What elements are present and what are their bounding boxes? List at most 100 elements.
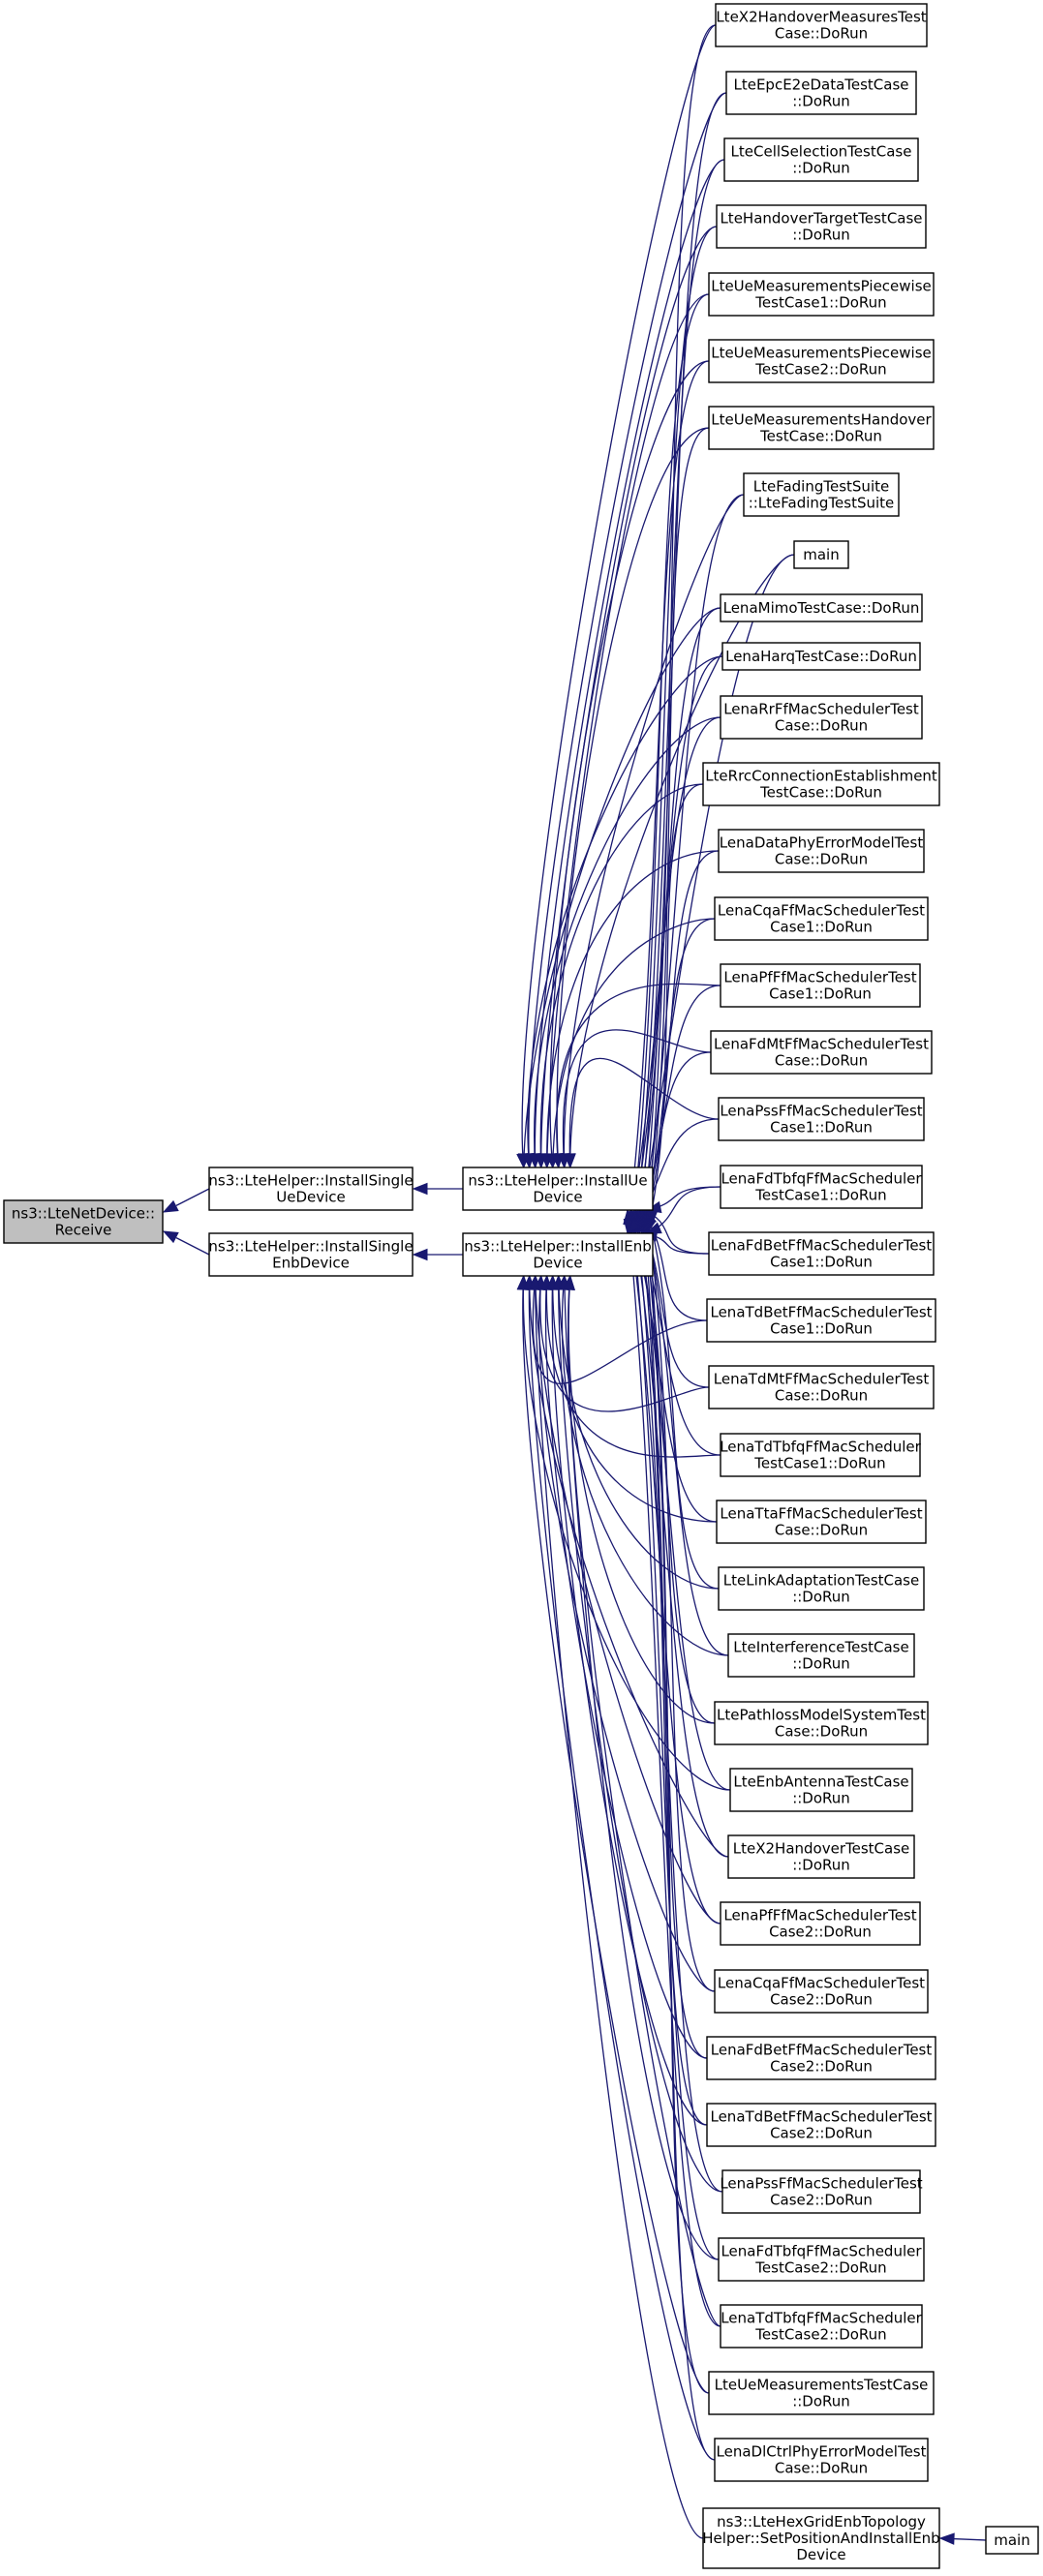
node-box-c29[interactable] (720, 1901, 921, 1946)
edge-c1-to-install_ue (528, 92, 727, 1168)
node-box-c2[interactable] (723, 137, 919, 182)
node-c38[interactable]: ns3::LteHexGridEnbTopologyHelper::SetPos… (702, 2507, 940, 2569)
node-box-c31[interactable] (706, 2036, 936, 2080)
node-root[interactable]: ns3::LteNetDevice::Receive (3, 1199, 164, 1244)
node-box-c25[interactable] (727, 1633, 915, 1678)
node-box-c30[interactable] (714, 1969, 929, 2014)
node-box-install_enb[interactable] (462, 1232, 654, 1277)
node-box-c12[interactable] (702, 762, 940, 806)
node-box-c7[interactable] (743, 472, 900, 517)
node-main_right[interactable]: main (985, 2526, 1039, 2555)
node-c2[interactable]: LteCellSelectionTestCase::DoRun (723, 137, 919, 182)
node-c10[interactable]: LenaHarqTestCase::DoRun (721, 642, 921, 671)
node-box-c19[interactable] (708, 1231, 935, 1276)
node-box-root[interactable] (3, 1199, 164, 1244)
node-box-c27[interactable] (729, 1768, 913, 1812)
node-c3[interactable]: LteHandoverTargetTestCase::DoRun (716, 204, 927, 249)
node-box-c33[interactable] (721, 2169, 921, 2214)
node-box-c18[interactable] (720, 1165, 923, 1209)
node-box-c10[interactable] (721, 642, 921, 671)
node-label-c35-line0: LenaTdTbfqFfMacScheduler (721, 2310, 922, 2327)
node-box-c14[interactable] (714, 896, 929, 941)
node-box-c22[interactable] (720, 1433, 921, 1477)
node-box-c34[interactable] (718, 2237, 925, 2282)
node-c8[interactable]: main (793, 540, 849, 569)
node-label-c23-line0: LenaTtaFfMacSchedulerTest (720, 1505, 922, 1523)
node-c28[interactable]: LteX2HandoverTestCase::DoRun (727, 1834, 915, 1879)
node-box-c20[interactable] (706, 1298, 936, 1343)
node-box-single_ue[interactable] (208, 1167, 414, 1211)
node-c24[interactable]: LteLinkAdaptationTestCase::DoRun (718, 1566, 925, 1611)
node-c9[interactable]: LenaMimoTestCase::DoRun (720, 593, 923, 622)
node-box-main_right[interactable] (985, 2526, 1039, 2555)
node-box-c8[interactable] (793, 540, 849, 569)
node-box-c0[interactable] (715, 3, 928, 47)
node-label-c11-line1: Case::DoRun (775, 717, 868, 735)
node-c1[interactable]: LteEpcE2eDataTestCase::DoRun (725, 71, 917, 115)
node-box-c23[interactable] (716, 1500, 927, 1544)
node-c7[interactable]: LteFadingTestSuite::LteFadingTestSuite (743, 472, 900, 517)
node-box-c17[interactable] (718, 1097, 925, 1141)
node-box-c6[interactable] (708, 406, 935, 450)
node-box-c24[interactable] (718, 1566, 925, 1611)
node-box-c4[interactable] (708, 272, 935, 317)
node-box-c15[interactable] (720, 963, 921, 1008)
node-box-c16[interactable] (710, 1030, 933, 1075)
node-box-install_ue[interactable] (462, 1167, 654, 1211)
node-box-c9[interactable] (720, 593, 923, 622)
node-box-c37[interactable] (714, 2438, 929, 2482)
node-label-c14-line0: LenaCqaFfMacSchedulerTest (718, 902, 925, 920)
node-box-single_enb[interactable] (208, 1232, 414, 1277)
node-box-c35[interactable] (720, 2304, 923, 2349)
arrowhead-single_ue-to-root (162, 1199, 179, 1213)
node-box-c3[interactable] (716, 204, 927, 249)
node-box-c21[interactable] (708, 1365, 935, 1409)
node-box-c13[interactable] (718, 829, 925, 873)
node-box-c28[interactable] (727, 1834, 915, 1879)
node-box-c38[interactable] (702, 2507, 940, 2569)
node-c25[interactable]: LteInterferenceTestCase::DoRun (727, 1633, 915, 1678)
node-c4[interactable]: LteUeMeasurementsPiecewiseTestCase1::DoR… (708, 272, 935, 317)
node-box-c26[interactable] (714, 1701, 929, 1745)
node-box-c5[interactable] (708, 339, 935, 383)
node-c36[interactable]: LteUeMeasurementsTestCase::DoRun (708, 2371, 935, 2415)
node-c5[interactable]: LteUeMeasurementsPiecewiseTestCase2::DoR… (708, 339, 935, 383)
node-label-c30-line0: LenaCqaFfMacSchedulerTest (718, 1975, 925, 1992)
node-label-c15-line1: Case1::DoRun (769, 985, 872, 1003)
node-c12[interactable]: LteRrcConnectionEstablishmentTestCase::D… (702, 762, 940, 806)
node-box-c32[interactable] (706, 2103, 936, 2147)
node-label-c5-line1: TestCase2::DoRun (754, 361, 886, 379)
node-box-c11[interactable] (720, 695, 923, 740)
node-box-c1[interactable] (725, 71, 917, 115)
node-label-c3-line0: LteHandoverTargetTestCase (720, 210, 922, 227)
node-box-c36[interactable] (708, 2371, 935, 2415)
node-c27[interactable]: LteEnbAntennaTestCase::DoRun (729, 1768, 913, 1812)
